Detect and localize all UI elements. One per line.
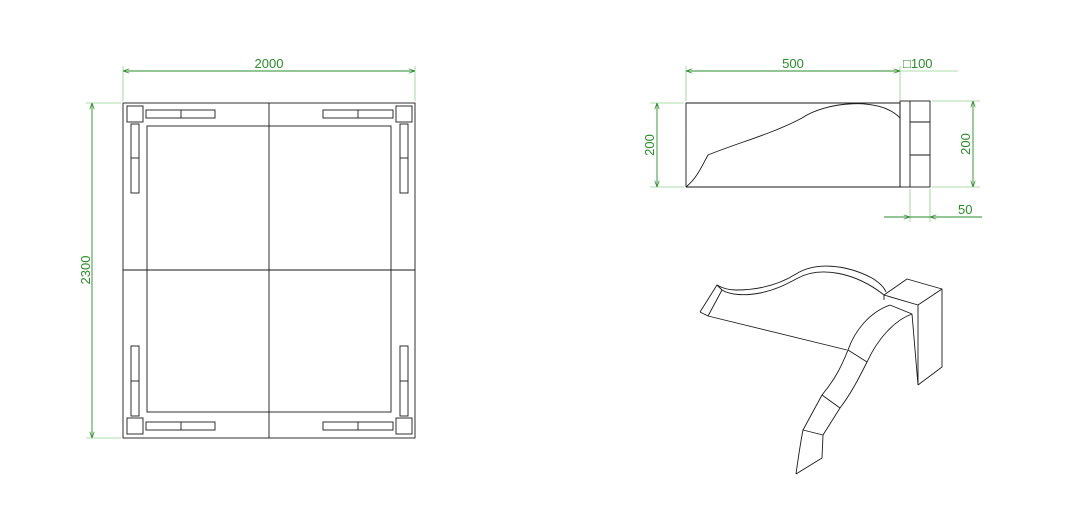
iso-back-ramp-top	[699, 265, 887, 313]
corner-post-top-left	[126, 105, 144, 123]
ramp-height-label: 200	[642, 134, 657, 156]
corner-post-top-right	[395, 105, 413, 123]
bracket-left-top	[130, 123, 140, 194]
plan-width-label: 2000	[255, 56, 284, 71]
post-height-label: 200	[958, 133, 973, 155]
iso-back-ramp-floor	[699, 289, 848, 351]
corner-post-bottom-right	[395, 417, 413, 435]
iso-back-ramp-front	[716, 271, 885, 296]
iso-front-ramp-inner	[795, 313, 913, 475]
side-view	[685, 100, 931, 188]
post-width-label: 50	[958, 202, 972, 217]
bracket-right-top	[399, 123, 409, 194]
corner-post-bottom-left	[126, 417, 144, 435]
iso-front-ramp-curve	[795, 304, 891, 475]
bracket-bottom-left	[145, 421, 216, 431]
plan-view	[122, 102, 416, 439]
iso-post-box	[883, 278, 943, 386]
bracket-top-left	[145, 109, 216, 119]
ramp-side-profile	[685, 102, 901, 188]
post-size-label: □100	[903, 56, 933, 71]
plan-height-label: 2300	[78, 256, 93, 285]
side-dimensions: 500 □100 200 200 50	[642, 56, 982, 222]
plan-dimensions: 2000 2300	[78, 56, 416, 439]
side-post	[899, 100, 931, 188]
isometric-view	[699, 265, 943, 475]
side-length-label: 500	[782, 56, 804, 71]
